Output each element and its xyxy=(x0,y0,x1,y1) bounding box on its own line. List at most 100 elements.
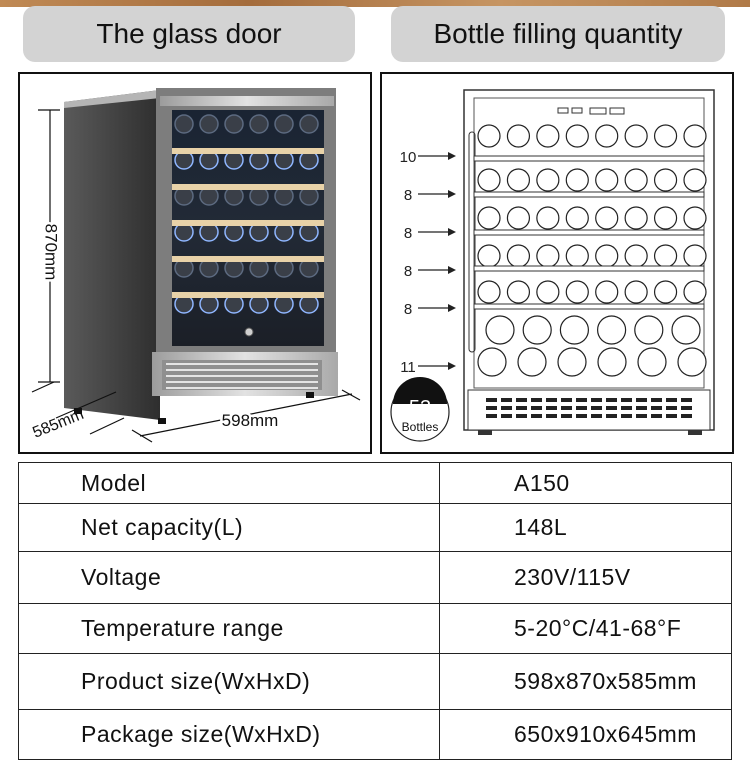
grille-slot xyxy=(681,398,692,402)
bottle-outline xyxy=(653,244,678,268)
depth-label: 585mm xyxy=(30,406,86,442)
bottle-outline xyxy=(506,244,531,268)
shelf-count-label: 8 xyxy=(404,187,412,204)
total-bottles-label: Bottles xyxy=(402,420,439,434)
grille-slot xyxy=(681,414,692,418)
bottle-outline xyxy=(624,124,648,148)
grille-slot xyxy=(651,414,662,418)
bottle-outline xyxy=(624,206,648,230)
inner-frame xyxy=(473,97,705,389)
grille-slot xyxy=(666,406,677,410)
bottle-outline xyxy=(624,244,648,268)
total-bottles-number: 53 xyxy=(409,397,431,419)
wood-shelf xyxy=(172,148,324,154)
grille-slot xyxy=(486,398,497,402)
bottle xyxy=(199,114,219,134)
bottle-outline xyxy=(517,347,547,377)
grille-slot xyxy=(531,406,542,410)
grille-slot xyxy=(636,398,647,402)
grille-slot xyxy=(681,406,692,410)
wood-shelf xyxy=(172,292,324,298)
width-dimension-line xyxy=(131,389,361,443)
arrow-head xyxy=(448,362,456,370)
bottle-outline xyxy=(485,315,515,345)
table-row: Product size(WxHxD) 598x870x585mm xyxy=(18,653,732,710)
door-handle-bar xyxy=(160,96,334,106)
door-handle xyxy=(468,131,476,353)
bottle-outline xyxy=(536,168,560,192)
spec-value: 148L xyxy=(439,503,732,552)
grille-slot xyxy=(606,398,617,402)
bottle-rows xyxy=(172,114,324,314)
bottle-outline xyxy=(477,124,501,148)
bottle-outline xyxy=(653,206,678,230)
grille-slot xyxy=(651,406,662,410)
grille-slot xyxy=(591,406,602,410)
grille-slot xyxy=(606,406,617,410)
height-label: 870mm xyxy=(42,224,61,281)
arrow-head xyxy=(448,266,456,274)
shelf-count-label: 8 xyxy=(404,263,412,280)
grille-slot xyxy=(636,406,647,410)
wood-shelf xyxy=(172,256,324,262)
bottle-outline xyxy=(634,315,664,345)
bottle-outline xyxy=(637,347,667,377)
bottle-outline xyxy=(536,206,560,230)
grille-slot xyxy=(621,398,632,402)
bottle-outline xyxy=(565,124,589,148)
grille-slot xyxy=(576,414,587,418)
spec-value: 598x870x585mm xyxy=(439,653,732,710)
cabinet-side xyxy=(64,90,160,420)
bottle-outline xyxy=(653,280,678,304)
spec-label: Temperature range xyxy=(18,603,440,654)
bottle-outline xyxy=(597,315,627,345)
grille-slot xyxy=(501,398,512,402)
bottle-outline xyxy=(559,315,589,345)
spec-label: Net capacity(L) xyxy=(18,503,440,552)
bottle-outline xyxy=(477,280,501,304)
grille-slot xyxy=(486,406,497,410)
bottle-outline xyxy=(671,315,701,345)
depth-dimension-line xyxy=(31,381,125,435)
spec-label: Model xyxy=(18,462,440,504)
bottle-outline xyxy=(477,347,507,377)
grille-slot xyxy=(546,398,557,402)
bottle-outline xyxy=(597,347,627,377)
arrow-head xyxy=(448,190,456,198)
grille-slot xyxy=(651,398,662,402)
bottle-outline xyxy=(683,168,707,192)
foot xyxy=(74,408,82,414)
bottle-outline xyxy=(565,206,589,230)
bottle-outline xyxy=(477,244,501,268)
shelf xyxy=(473,265,705,272)
bottle xyxy=(174,114,194,134)
spec-label: Product size(WxHxD) xyxy=(18,653,440,710)
bottle-outline xyxy=(683,280,707,304)
wine-cooler-illustration: 870mm 585mm 598mm xyxy=(30,88,361,443)
grille-slot xyxy=(531,398,542,402)
grille-slot xyxy=(591,414,602,418)
grille-slot xyxy=(546,406,557,410)
bottle xyxy=(249,114,269,134)
bottle-outline xyxy=(683,124,707,148)
shelf-count-label: 8 xyxy=(404,301,412,318)
spec-value: 230V/115V xyxy=(439,551,732,604)
grille-slot xyxy=(516,414,527,418)
grille-slot xyxy=(486,414,497,418)
shelf xyxy=(473,191,705,198)
arrow-head xyxy=(448,228,456,236)
grille-slot xyxy=(666,398,677,402)
bottle-outline xyxy=(477,206,501,230)
product-photo-panel: 870mm 585mm 598mm xyxy=(18,72,372,454)
grille-slot xyxy=(516,406,527,410)
bottle-outline xyxy=(477,168,501,192)
foot xyxy=(478,430,492,435)
grille-slot xyxy=(516,398,527,402)
spec-value: 5-20°C/41-68°F xyxy=(439,603,732,654)
bottle xyxy=(299,114,319,134)
bottle-outline xyxy=(506,168,531,192)
bottle-outline xyxy=(595,280,619,304)
header-glass-door: The glass door xyxy=(23,6,355,62)
bottle-outline xyxy=(506,206,531,230)
